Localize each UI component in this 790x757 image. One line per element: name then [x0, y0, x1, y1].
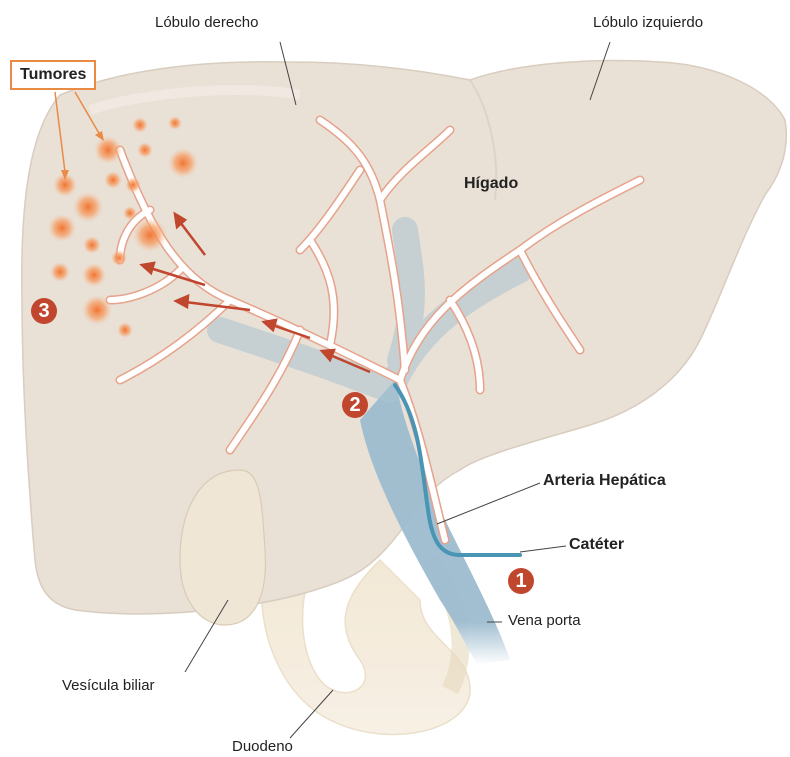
label-right-lobe: Lóbulo derecho: [155, 14, 258, 31]
label-gallbladder: Vesícula biliar: [62, 677, 155, 694]
step-badge-1: 1: [508, 568, 534, 594]
step-badge-2: 2: [342, 392, 368, 418]
label-hepatic-artery: Arteria Hepática: [543, 472, 666, 490]
label-left-lobe: Lóbulo izquierdo: [593, 14, 703, 31]
label-liver: Hígado: [464, 175, 518, 193]
step-badge-3: 3: [31, 298, 57, 324]
label-duodenum: Duodeno: [232, 738, 293, 755]
label-catheter: Catéter: [569, 536, 624, 554]
label-tumors: Tumores: [10, 60, 96, 90]
label-portal-vein: Vena porta: [508, 612, 581, 629]
